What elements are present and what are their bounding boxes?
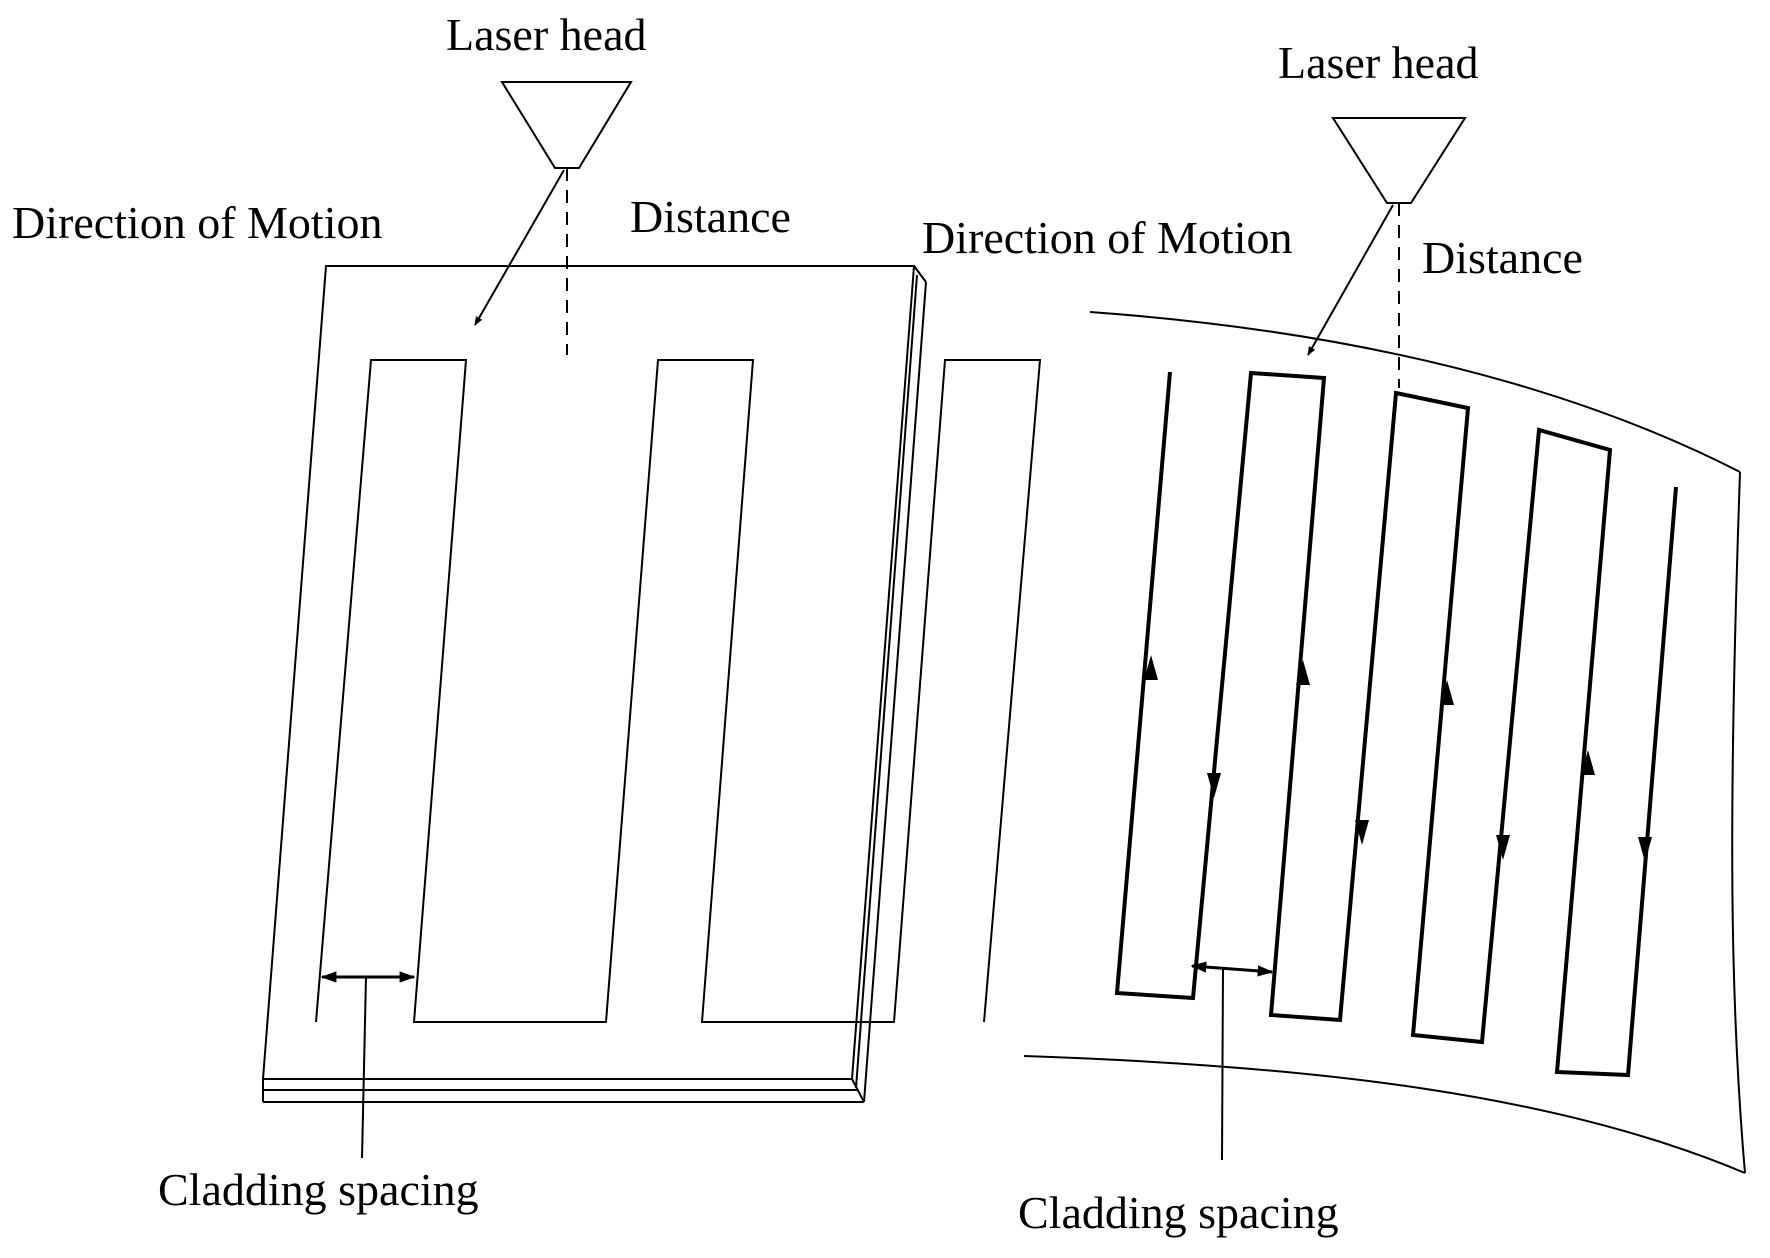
- right-panel: [1023, 117, 1746, 1174]
- up-arrow-2: [1296, 660, 1310, 685]
- curved-surface-top: [1089, 311, 1741, 473]
- spacing-leader: [1221, 967, 1224, 1161]
- up-arrow-1: [1144, 655, 1158, 680]
- spacing-label: Cladding spacing: [1018, 1187, 1339, 1238]
- direction-arrow: [1307, 204, 1394, 356]
- laser-head-icon: [500, 81, 633, 169]
- left-labels: Laser head Direction of Motion Distance …: [12, 9, 791, 1215]
- laser-head-label: Laser head: [1278, 37, 1479, 88]
- laser-head-icon: [1331, 117, 1467, 204]
- down-arrow-2: [1355, 820, 1369, 845]
- down-arrow-1: [1207, 773, 1221, 798]
- up-arrow-3: [1440, 680, 1454, 705]
- spacing-leader: [361, 976, 367, 1159]
- distance-label: Distance: [1422, 232, 1583, 283]
- laser-head-label: Laser head: [446, 9, 647, 60]
- up-arrow-4: [1581, 750, 1595, 775]
- direction-arrow: [474, 169, 565, 326]
- down-arrow-3: [1496, 835, 1510, 860]
- right-labels: Laser head Direction of Motion Distance …: [922, 37, 1583, 1238]
- cladding-track: [315, 359, 1042, 1023]
- left-panel: [261, 81, 1042, 1159]
- cladding-track: [1114, 370, 1678, 1078]
- down-arrow-4: [1638, 837, 1652, 862]
- spacing-label: Cladding spacing: [158, 1164, 479, 1215]
- curved-surface-right: [1731, 471, 1746, 1174]
- distance-label: Distance: [630, 191, 791, 242]
- spacing-arrow: [1190, 961, 1274, 977]
- direction-label: Direction of Motion: [922, 212, 1293, 263]
- curved-surface-bottom: [1023, 1055, 1746, 1174]
- direction-label: Direction of Motion: [12, 197, 383, 248]
- track-direction-arrows: [1144, 655, 1652, 862]
